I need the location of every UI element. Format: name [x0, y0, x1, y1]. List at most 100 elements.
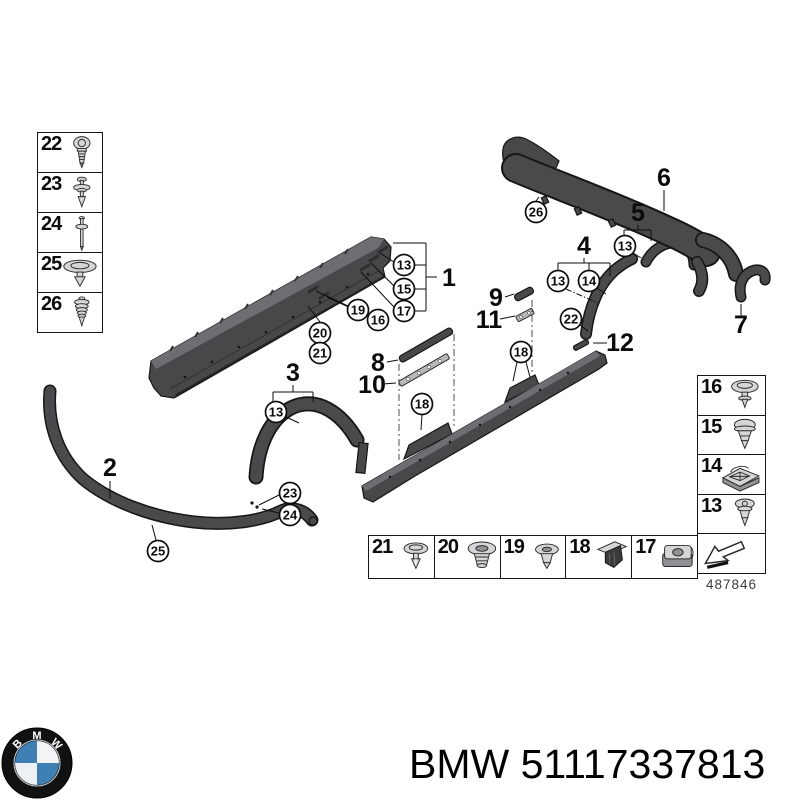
- callout-circle-18a: 18: [410, 392, 434, 416]
- fastener-table-right: 16 15 14 13: [697, 375, 766, 574]
- torx-screw-icon: [73, 135, 91, 169]
- legend-num-16: 16: [701, 376, 722, 398]
- callout-circle-13d: 13: [613, 234, 637, 258]
- callout-circle-13b: 13: [264, 400, 288, 424]
- part-number-labels: 1 2 3 4 5 6 7 8 9 10 11 12: [103, 164, 748, 482]
- legend-num-19: 19: [503, 536, 525, 558]
- callout-circle-13: 13: [392, 253, 416, 277]
- leader-lines: [109, 190, 742, 541]
- part-label-9: 9: [489, 284, 503, 312]
- legend-row-24: 24: [38, 213, 102, 253]
- sill-mount-flange-a: [402, 422, 453, 461]
- legend-num-15: 15: [701, 415, 722, 438]
- grommet-small-icon: [535, 543, 560, 570]
- part-label-8: 8: [371, 349, 385, 377]
- speed-nut-icon: [662, 545, 694, 567]
- svg-text:15: 15: [397, 282, 411, 297]
- part-label-10: 10: [358, 371, 386, 399]
- part-label-11: 11: [476, 306, 503, 334]
- svg-text:13: 13: [269, 405, 283, 420]
- legend-row-14: 14: [698, 455, 765, 495]
- svg-text:19: 19: [351, 303, 365, 318]
- part-label-7: 7: [734, 311, 748, 339]
- dome-rivet-icon: [733, 418, 756, 450]
- svg-text:17: 17: [397, 304, 411, 319]
- svg-text:14: 14: [582, 274, 597, 289]
- legend-row-arrow: [698, 534, 765, 573]
- legend-row-23: 23: [38, 173, 102, 213]
- part-number-caption: BMW 51117337813: [409, 741, 766, 787]
- legend-num-14: 14: [701, 455, 722, 478]
- legend-row-16: 16: [698, 376, 765, 416]
- legend-num-26: 26: [41, 293, 62, 315]
- svg-text:24: 24: [283, 508, 298, 523]
- legend-row-25: 25: [38, 253, 102, 293]
- cage-nut-icon: [721, 466, 761, 493]
- flat-head-clip-icon: [63, 259, 97, 287]
- callout-circle-26: 26: [524, 200, 548, 224]
- callout-circle-20: 20: [308, 321, 332, 345]
- svg-text:13: 13: [618, 239, 632, 254]
- svg-text:16: 16: [371, 313, 385, 328]
- drawing-number: 487846: [705, 577, 758, 592]
- svg-text:22: 22: [564, 312, 578, 327]
- alignment-lines: [398, 300, 533, 460]
- roundel-quadrant-tr: [37, 741, 59, 763]
- legend-row-22: 22: [38, 133, 102, 173]
- sill-hole-dots: [183, 272, 370, 379]
- rocker-panel-molding-lower: [361, 350, 608, 503]
- part-label-1: 1: [442, 264, 456, 292]
- clip-position-marks: [307, 245, 389, 300]
- pin-with-washer-icon: [75, 215, 89, 252]
- part-label-6: 6: [657, 164, 671, 192]
- part-label-3: 3: [286, 359, 300, 387]
- legend-cell-21: 21: [369, 536, 435, 578]
- fastener-callouts: 13 15 17 19 16 20 21 13 23 24 25 18 18 1…: [146, 200, 637, 563]
- roundel-quadrant-bl: [15, 763, 37, 785]
- roundel-quadrant-br: [37, 763, 59, 785]
- svg-text:23: 23: [283, 486, 297, 501]
- ribbed-cone-clip-icon: [74, 295, 90, 327]
- callout-circle-13c: 13: [546, 269, 570, 293]
- svg-text:26: 26: [529, 205, 543, 220]
- square-plug-clip-icon: [596, 541, 628, 569]
- legend-row-13: 13: [698, 495, 765, 535]
- svg-text:13: 13: [397, 258, 411, 273]
- legend-num-18: 18: [569, 536, 590, 558]
- viewing-direction-arrow-icon: [703, 540, 746, 569]
- trim-strip-part12: [572, 339, 590, 351]
- part-label-5: 5: [631, 199, 645, 227]
- callout-circle-18b: 18: [509, 340, 533, 364]
- callout-circle-23: 23: [278, 481, 302, 505]
- callout-circle-19: 19: [346, 298, 370, 322]
- callout-circle-24: 24: [278, 503, 302, 527]
- legend-cell-19: 19: [501, 536, 567, 578]
- rocker-panel-molding-part1: [148, 236, 392, 399]
- grommet-large-icon: [467, 541, 496, 568]
- legend-num-24: 24: [41, 213, 62, 235]
- round-rivet-icon: [734, 498, 755, 527]
- legend-num-17: 17: [635, 536, 656, 558]
- callout-circle-15: 15: [392, 277, 416, 301]
- svg-text:13: 13: [551, 274, 565, 289]
- callout-circle-16: 16: [366, 308, 390, 332]
- rear-bumper-trim-part6: [501, 136, 744, 297]
- callout-circle-17: 17: [392, 299, 416, 323]
- legend-cell-20: 20: [435, 536, 501, 578]
- sill-mounting-pins: [169, 248, 349, 352]
- fastener-table-bottom: 21 20 19 18: [368, 535, 698, 579]
- expanding-rivet-icon: [73, 176, 91, 208]
- roundel-quadrant-tl: [15, 741, 37, 763]
- svg-text:18: 18: [514, 345, 528, 360]
- svg-text:21: 21: [313, 346, 327, 361]
- fastener-table-left: 22 23 24 25: [37, 132, 103, 333]
- legend-num-20: 20: [437, 536, 459, 558]
- callout-circle-22: 22: [559, 307, 583, 331]
- gasket-piece-part11: [515, 307, 535, 323]
- legend-num-21: 21: [372, 536, 393, 558]
- bmw-roundel-logo: B M W: [1, 727, 73, 799]
- roundel-letter-m: M: [32, 730, 41, 742]
- corner-bracket-part7: [734, 264, 771, 303]
